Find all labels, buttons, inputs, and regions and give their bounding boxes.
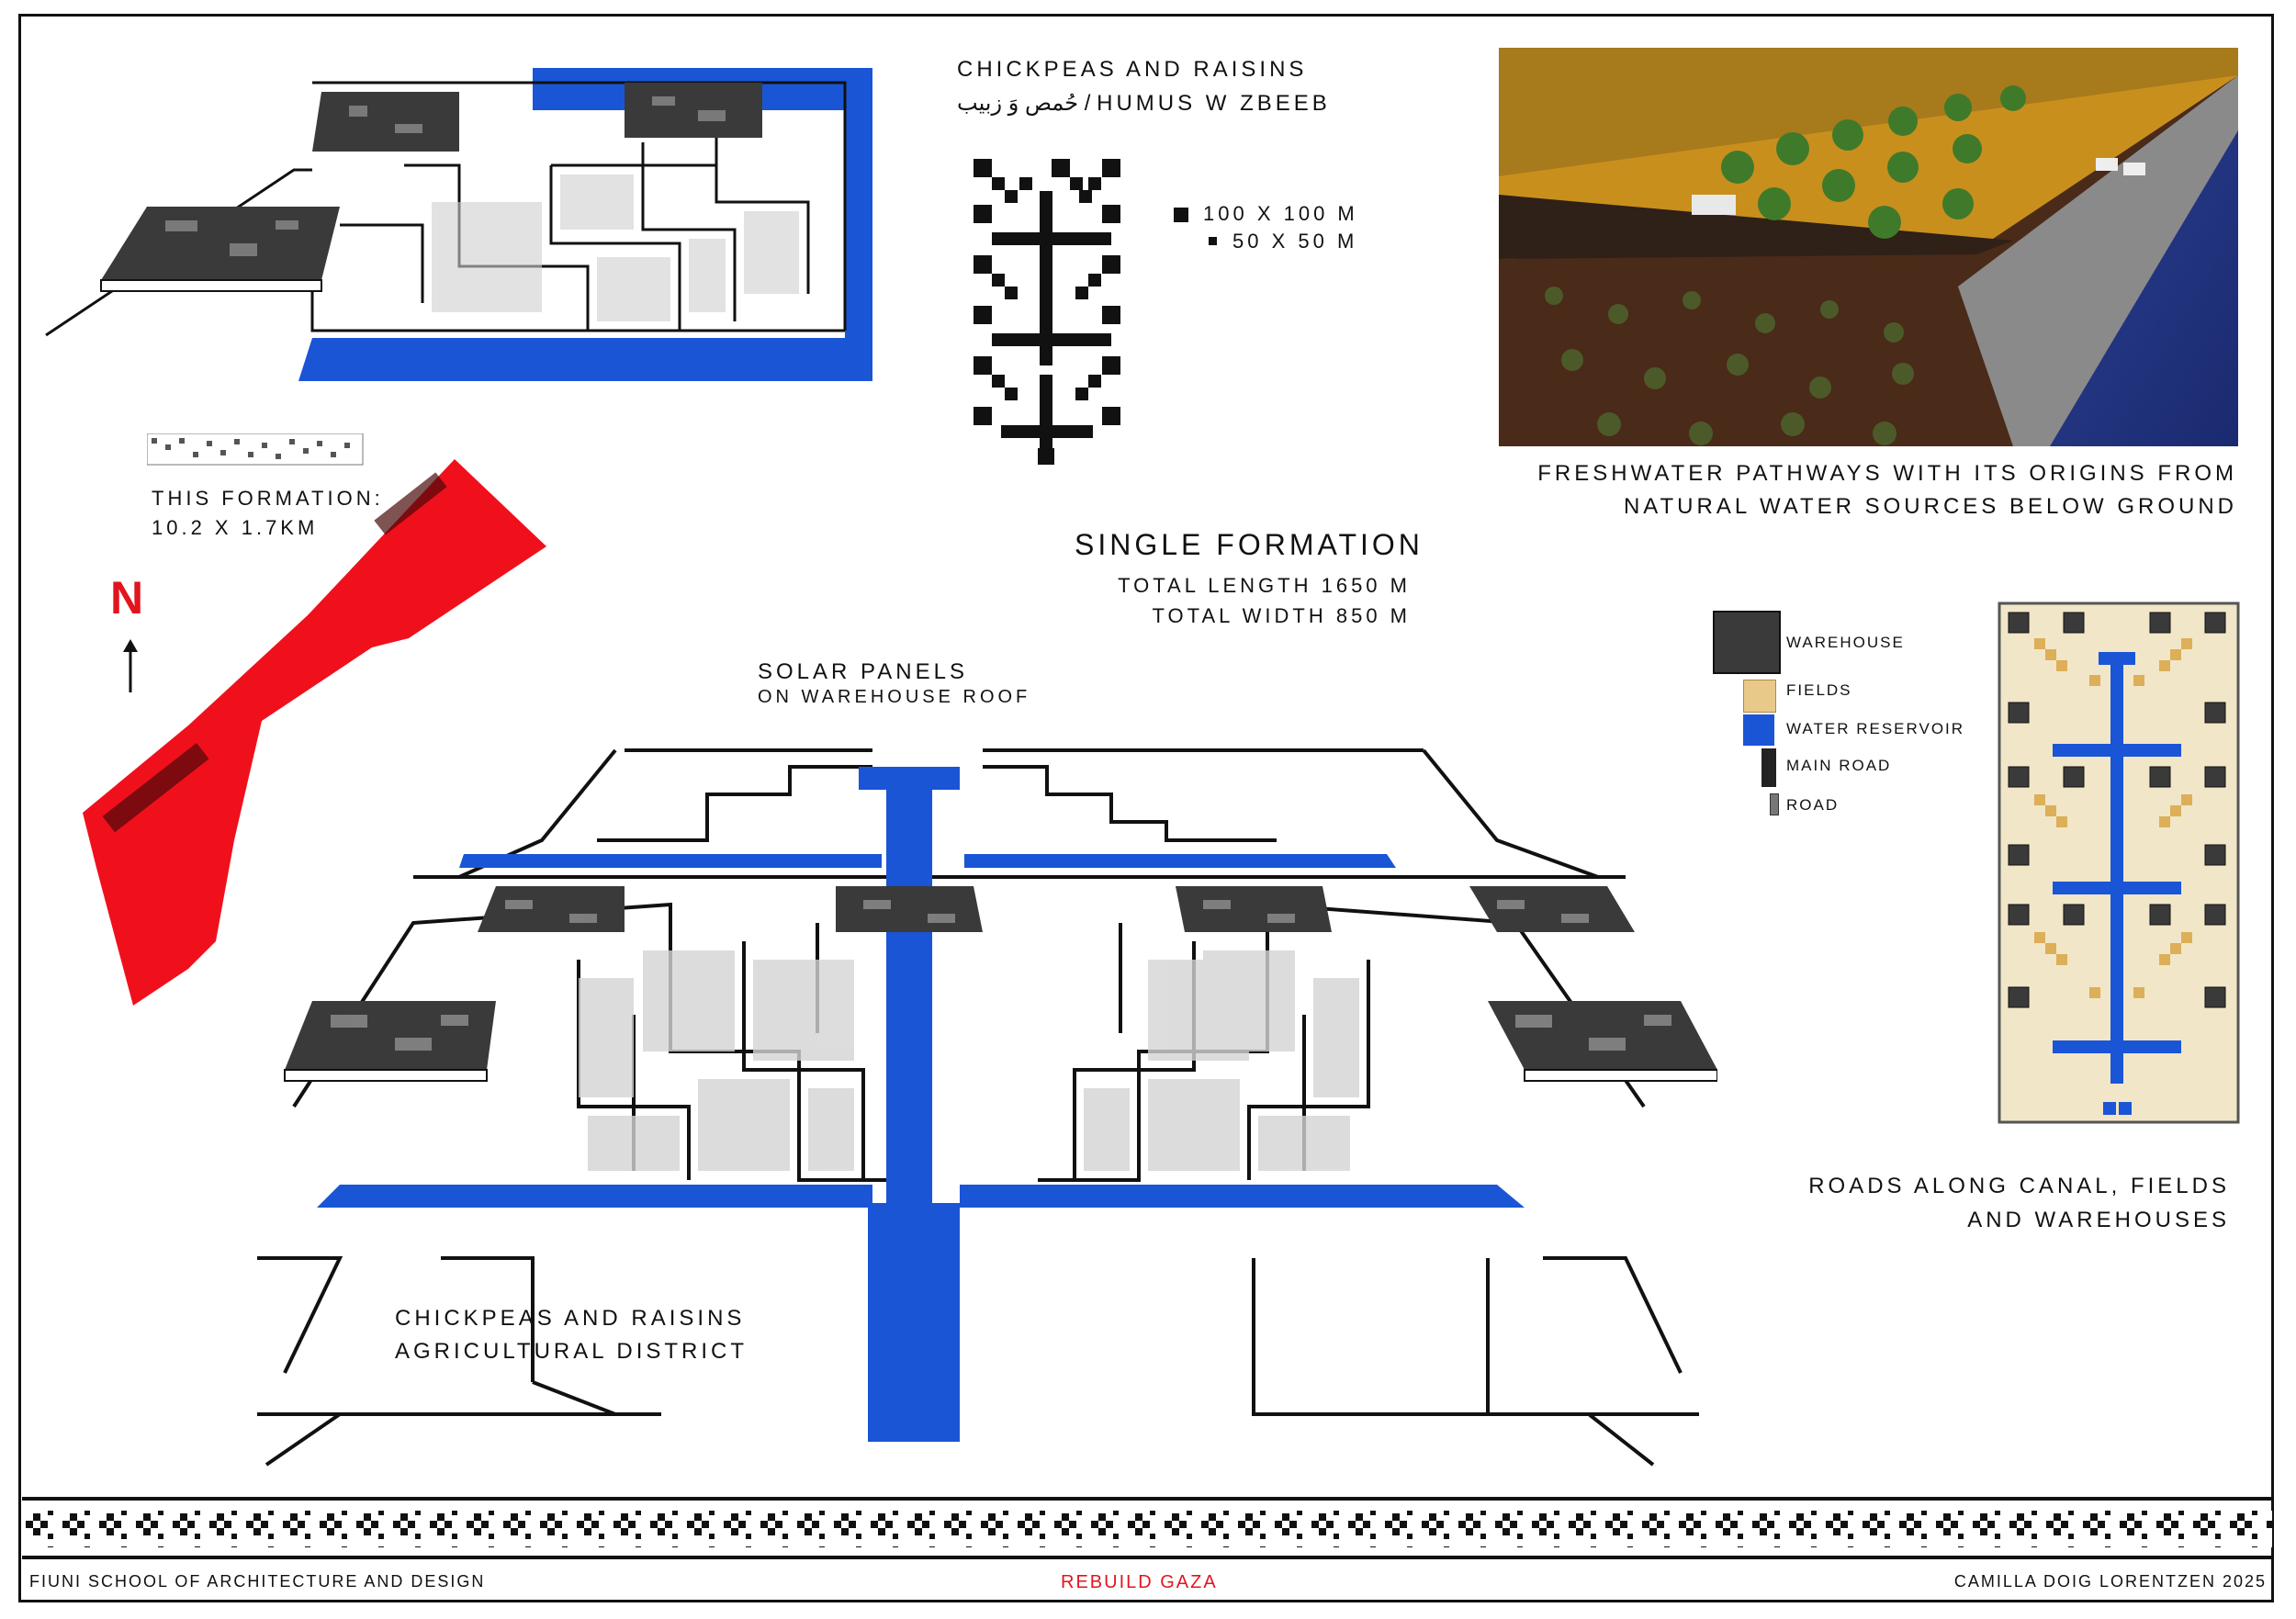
legend-main-road-swatch — [1761, 748, 1776, 787]
scale-large-swatch — [1174, 208, 1188, 222]
formation-label-line1: THIS FORMATION: — [152, 487, 384, 510]
district-label-line2: AGRICULTURAL DISTRICT — [395, 1339, 748, 1364]
footer-rule-top — [22, 1497, 2272, 1501]
legend-road-label: ROAD — [1786, 796, 1840, 814]
single-formation-width: TOTAL WIDTH 850 M — [1152, 604, 1411, 627]
footer-author: CAMILLA DOIG LORENTZEN 2025 — [1953, 1572, 2267, 1591]
footer-school: FIUNI SCHOOL OF ARCHITECTURE AND DESIGN — [29, 1572, 486, 1591]
legend-warehouse-swatch — [1713, 611, 1781, 674]
site-plan — [1998, 602, 2240, 1124]
canal-render-image — [1499, 48, 2238, 446]
solar-label-line2: ON WAREHOUSE ROOF — [758, 687, 1031, 707]
legend-water-swatch — [1743, 714, 1774, 746]
formation-label-line2: 10.2 X 1.7KM — [152, 516, 319, 539]
solar-label-line1: SOLAR PANELS — [758, 659, 968, 684]
pattern-subtitle: حُمص وَ زبيب / HUMUS W ZBEEB — [957, 91, 1331, 116]
legend-water-label: WATER RESERVOIR — [1786, 720, 1965, 737]
pattern-title: CHICKPEAS AND RAISINS — [957, 57, 1308, 82]
footer-pattern-band — [22, 1511, 2272, 1547]
scale-small-label: 50 X 50 M — [1232, 230, 1358, 253]
single-formation-length: TOTAL LENGTH 1650 M — [1118, 574, 1411, 597]
north-label: N — [110, 572, 144, 624]
district-label-line1: CHICKPEAS AND RAISINS — [395, 1306, 746, 1331]
roads-caption-line1: ROADS ALONG CANAL, FIELDS — [1808, 1174, 2230, 1198]
north-arrow-icon — [123, 639, 138, 692]
legend-fields-swatch — [1743, 680, 1776, 713]
roads-caption-line2: AND WAREHOUSES — [1967, 1208, 2230, 1232]
footer-project: REBUILD GAZA — [1061, 1572, 1218, 1592]
scale-large-label: 100 X 100 M — [1203, 202, 1358, 225]
formation-pattern-strip — [147, 433, 364, 466]
axonometric-main — [257, 748, 1717, 1467]
formation-red-map — [83, 459, 546, 1006]
photo-caption-line2: NATURAL WATER SOURCES BELOW GROUND — [1623, 494, 2237, 519]
footer-rule-bottom — [22, 1556, 2272, 1559]
axonometric-sketch-top — [45, 68, 872, 381]
sheet-frame — [18, 14, 2274, 1602]
legend-road-swatch — [1770, 793, 1779, 815]
legend-warehouse-label: WAREHOUSE — [1786, 634, 1905, 651]
cross-stitch-motif — [974, 159, 1120, 465]
photo-caption-line1: FRESHWATER PATHWAYS WITH ITS ORIGINS FRO… — [1537, 461, 2237, 486]
scale-small-swatch — [1209, 237, 1217, 245]
legend-main-road-label: MAIN ROAD — [1786, 757, 1892, 774]
legend-fields-label: FIELDS — [1786, 681, 1852, 699]
single-formation-title: SINGLE FORMATION — [1075, 528, 1424, 561]
